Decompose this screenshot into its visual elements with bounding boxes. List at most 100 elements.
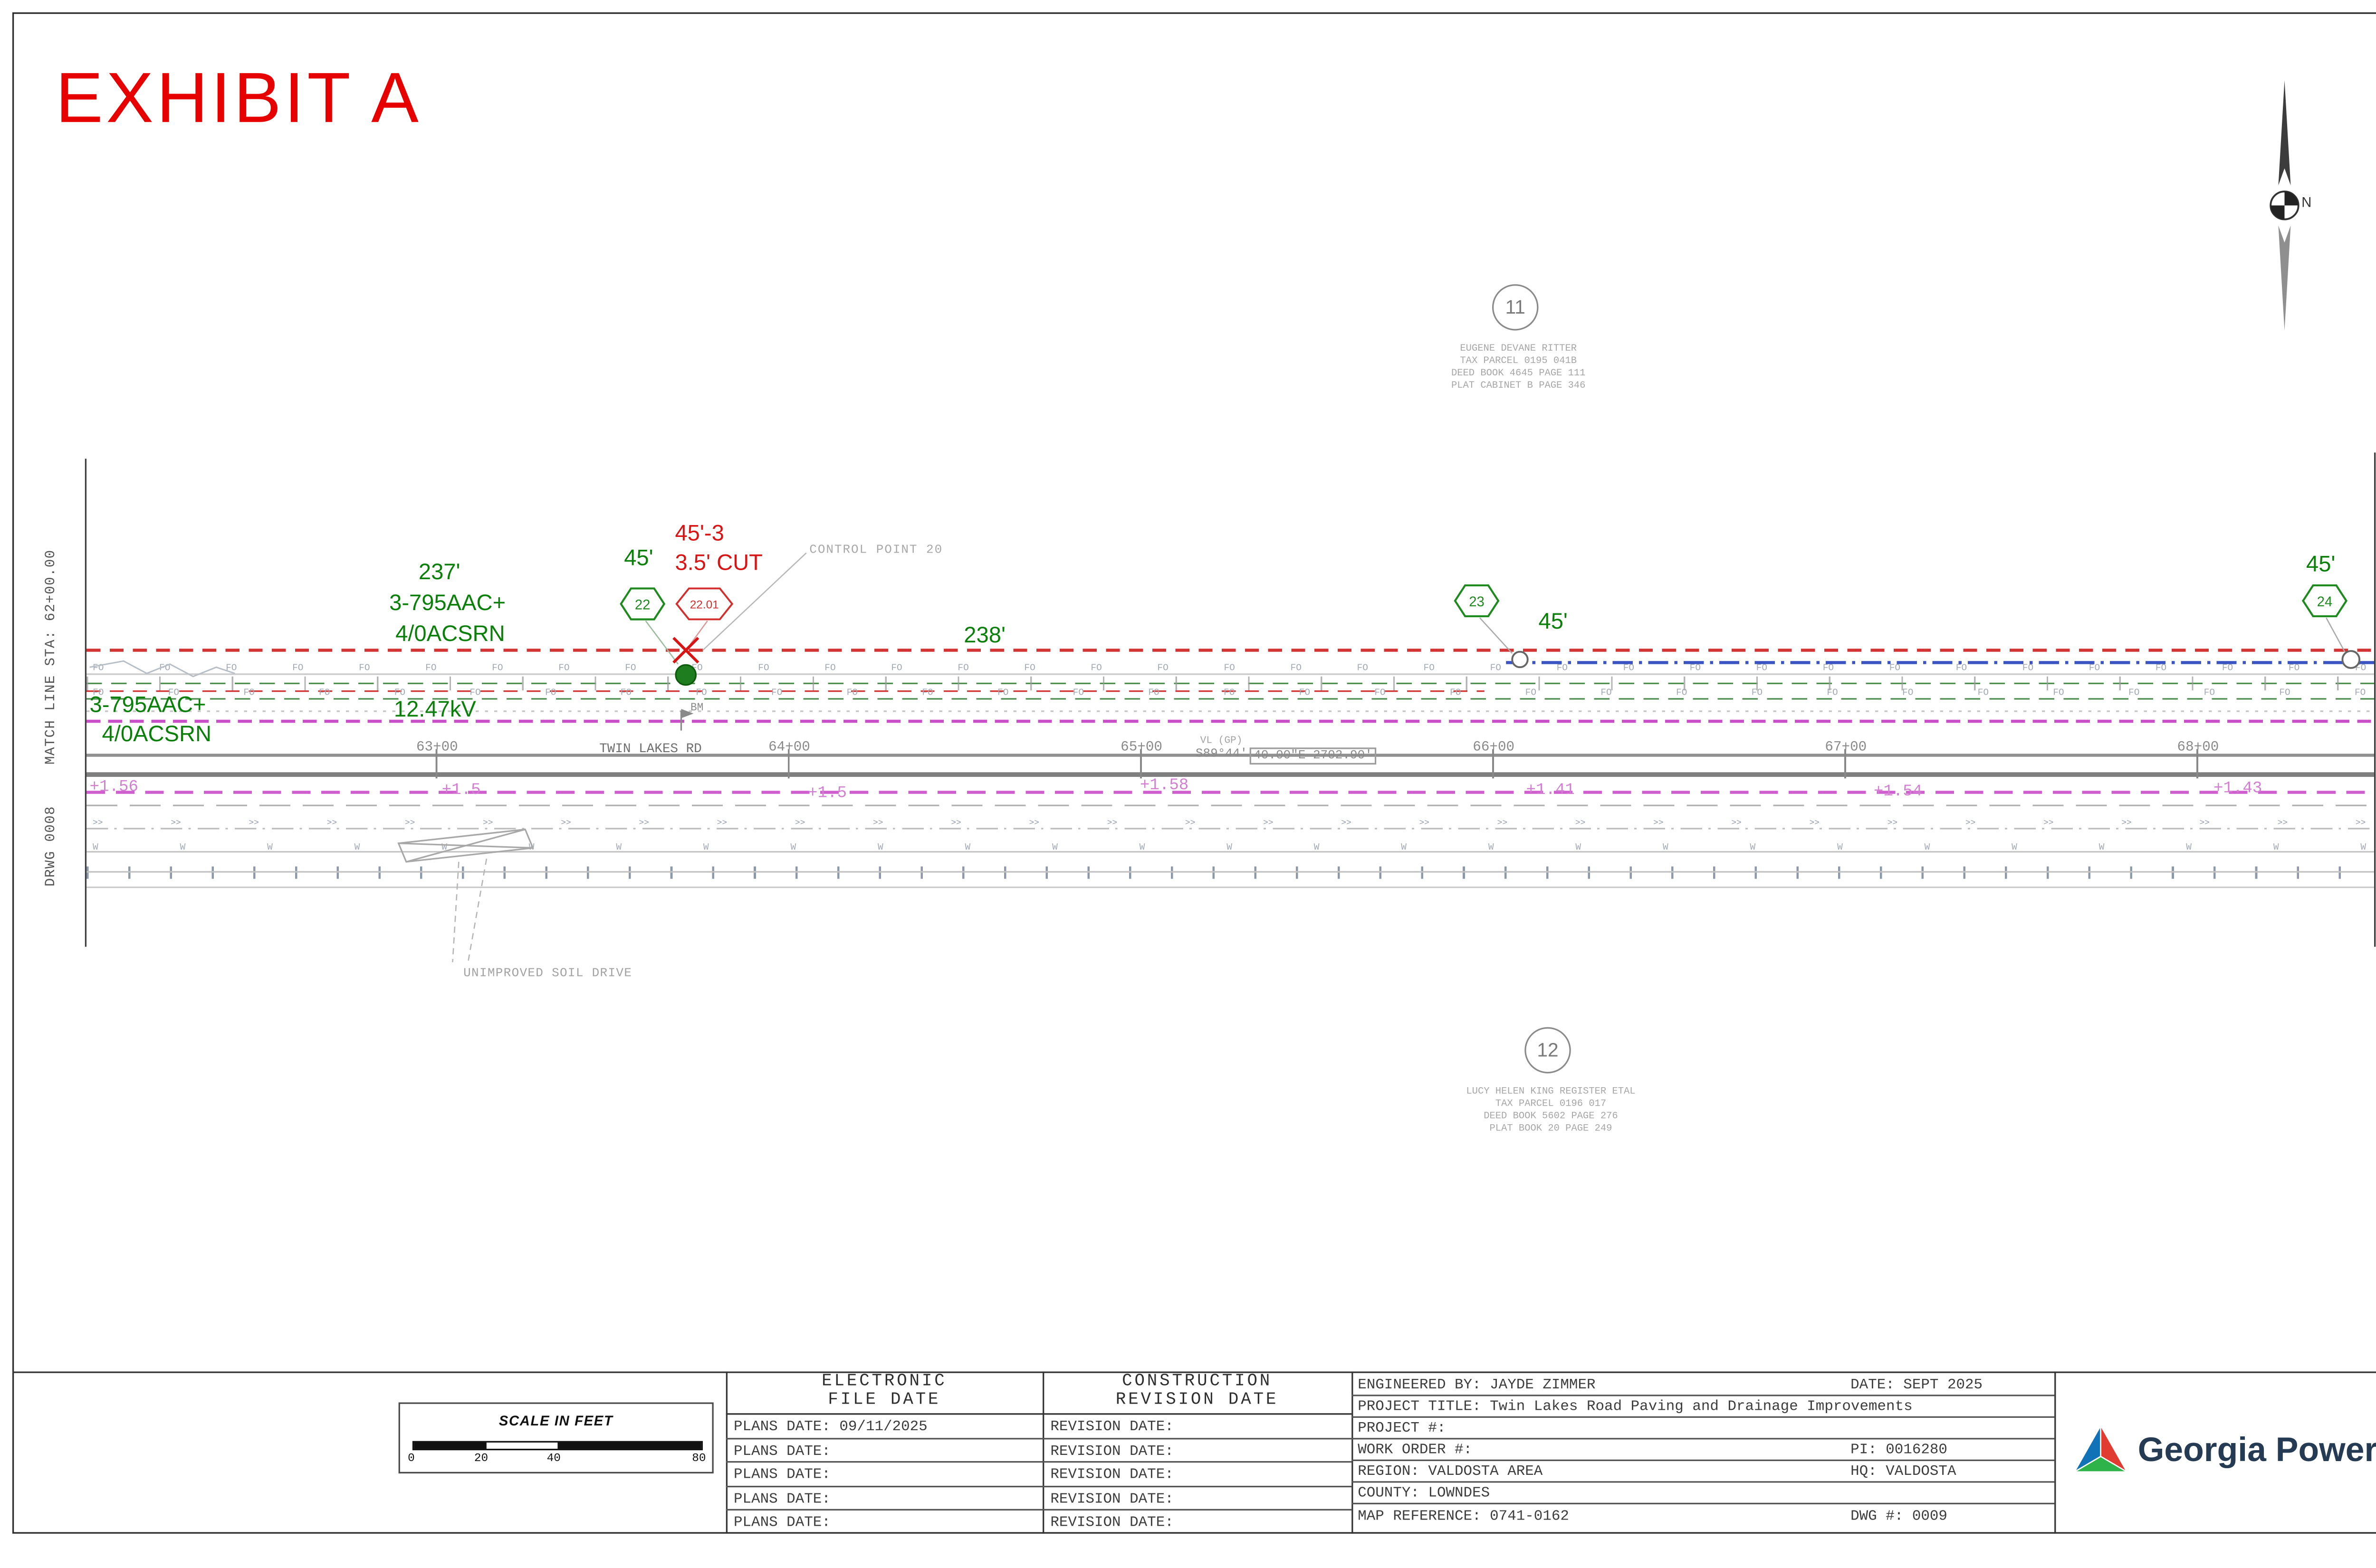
- line-marker: FO: [1756, 662, 1768, 674]
- line-marker: FO: [1024, 662, 1035, 674]
- construction-revision-header: REVISION DATE: [1115, 1391, 1279, 1410]
- line-marker: FO: [2128, 687, 2140, 698]
- plans-date-row: PLANS DATE:: [733, 1442, 831, 1459]
- line-marker: >>: [2277, 817, 2288, 828]
- scale-bar-box: [398, 1402, 714, 1473]
- date-header-underline: [726, 1413, 1352, 1415]
- conductor-note: 3-795AAC+: [389, 591, 506, 616]
- title-block-divider: [2054, 1371, 2056, 1534]
- grade-label: +1.43: [2213, 780, 2262, 799]
- line-marker: FO: [226, 662, 237, 674]
- benchmark-label: BM: [690, 702, 704, 715]
- soil-drive-label: UNIMPROVED SOIL DRIVE: [463, 966, 632, 981]
- north-label: N: [2301, 194, 2312, 210]
- revision-date-row: REVISION DATE:: [1050, 1490, 1174, 1507]
- line-marker: FO: [1374, 687, 1386, 698]
- pole-tag-22-01: 22.01: [675, 587, 734, 621]
- plans-date-row: PLANS DATE:: [733, 1465, 831, 1483]
- line-marker: FO: [1148, 687, 1159, 698]
- sheet-border: [12, 12, 2376, 1534]
- parcel-tax: TAX PARCEL 0196 017: [1495, 1098, 1607, 1109]
- line-marker: FO: [891, 662, 902, 674]
- line-marker: >>: [1731, 817, 1742, 828]
- pole-tag-24: 24: [2301, 584, 2348, 618]
- scale-tick: 40: [546, 1453, 561, 1466]
- date-row-line: [726, 1437, 1352, 1439]
- line-marker: FO: [1299, 687, 1311, 698]
- line-marker: FO: [168, 687, 180, 698]
- date-row-line: [726, 1510, 1352, 1511]
- date-row-line: [726, 1485, 1352, 1487]
- date-value: DATE: SEPT 2025: [1850, 1375, 1983, 1393]
- line-marker: W: [180, 841, 186, 853]
- georgia-power-wordmark: Georgia Power: [2137, 1430, 2376, 1469]
- electronic-file-date-header: FILE DATE: [828, 1391, 941, 1410]
- overhead-line-red-2: [86, 690, 1485, 693]
- line-marker: W: [93, 841, 98, 853]
- revision-date-row: REVISION DATE:: [1050, 1513, 1174, 1531]
- grade-label: +1.56: [89, 778, 138, 797]
- line-marker: FO: [696, 687, 707, 698]
- line-marker: FO: [2222, 662, 2233, 674]
- line-marker: W: [703, 841, 709, 853]
- line-marker: >>: [1185, 817, 1196, 828]
- parcel-12-info: LUCY HELEN KING REGISTER ETAL TAX PARCEL…: [1427, 1086, 1674, 1135]
- pole-height-45: 45': [2306, 553, 2336, 578]
- line-marker: FO: [1224, 662, 1235, 674]
- line-marker: FO: [394, 687, 406, 698]
- station-label: 67+00: [1825, 739, 1867, 755]
- hq: HQ: VALDOSTA: [1850, 1462, 1956, 1479]
- line-marker: >>: [1419, 817, 1429, 828]
- eng-row-line: [1351, 1502, 2055, 1504]
- line-marker: FO: [625, 662, 636, 674]
- station-label: 66+00: [1473, 739, 1515, 755]
- match-line-left-label: MATCH LINE STA: 62+00.00: [43, 549, 59, 764]
- survey-tag: VL (GP): [1200, 735, 1243, 746]
- line-marker: FO: [359, 662, 370, 674]
- pole-height-45: 45': [624, 546, 653, 572]
- eng-row-line: [1351, 1481, 2055, 1482]
- corridor-bottom-line: [86, 886, 2375, 889]
- map-reference: MAP REFERENCE: 0741-0162: [1358, 1507, 1569, 1525]
- line-marker: >>: [404, 817, 415, 828]
- pole-tag-label: 22.01: [690, 599, 719, 612]
- line-marker: FO: [1600, 687, 1612, 698]
- exhibit-title: EXHIBIT A: [56, 57, 422, 138]
- pole-tag-23: 23: [1454, 584, 1500, 618]
- parcel-11-number: 11: [1505, 296, 1525, 318]
- line-marker: >>: [1965, 817, 1976, 828]
- scale-tick: 20: [474, 1453, 489, 1466]
- line-marker: FO: [1224, 687, 1235, 698]
- title-block-top-line: [12, 1371, 2376, 1374]
- span-length-237: 237': [418, 560, 460, 585]
- line-marker: >>: [639, 817, 649, 828]
- pi-number: PI: 0016280: [1850, 1440, 1947, 1457]
- line-marker: FO: [243, 687, 255, 698]
- line-marker: >>: [93, 817, 103, 828]
- line-marker: FO: [846, 687, 858, 698]
- plans-date-row: PLANS DATE:: [733, 1490, 831, 1507]
- line-marker: FO: [1525, 687, 1537, 698]
- line-marker: >>: [326, 817, 337, 828]
- north-arrow-icon: [2270, 80, 2299, 331]
- line-marker: FO: [2053, 687, 2064, 698]
- water-line: [86, 851, 2375, 853]
- grade-label: +1.54: [1873, 783, 1923, 802]
- scale-bar-segment: [557, 1442, 701, 1449]
- line-marker: W: [965, 841, 971, 853]
- line-marker: FO: [1091, 662, 1102, 674]
- line-marker: W: [1313, 841, 1320, 853]
- scale-bar-segment: [414, 1442, 486, 1449]
- line-marker: FO: [1556, 662, 1568, 674]
- line-marker: FO: [1073, 687, 1084, 698]
- line-marker: FO: [2089, 662, 2100, 674]
- date-row-line: [726, 1461, 1352, 1463]
- parcel-deed: DEED BOOK 5602 PAGE 276: [1484, 1110, 1618, 1121]
- line-marker: >>: [2121, 817, 2132, 828]
- line-marker: FO: [2022, 662, 2034, 674]
- station-label: 68+00: [2177, 739, 2219, 755]
- flow-markers: >>>>>>>>>>>>>>>>>>>>>>>>>>>>>>>>>>>>>>>>…: [93, 817, 2366, 828]
- grade-label: +1.41: [1526, 781, 1575, 800]
